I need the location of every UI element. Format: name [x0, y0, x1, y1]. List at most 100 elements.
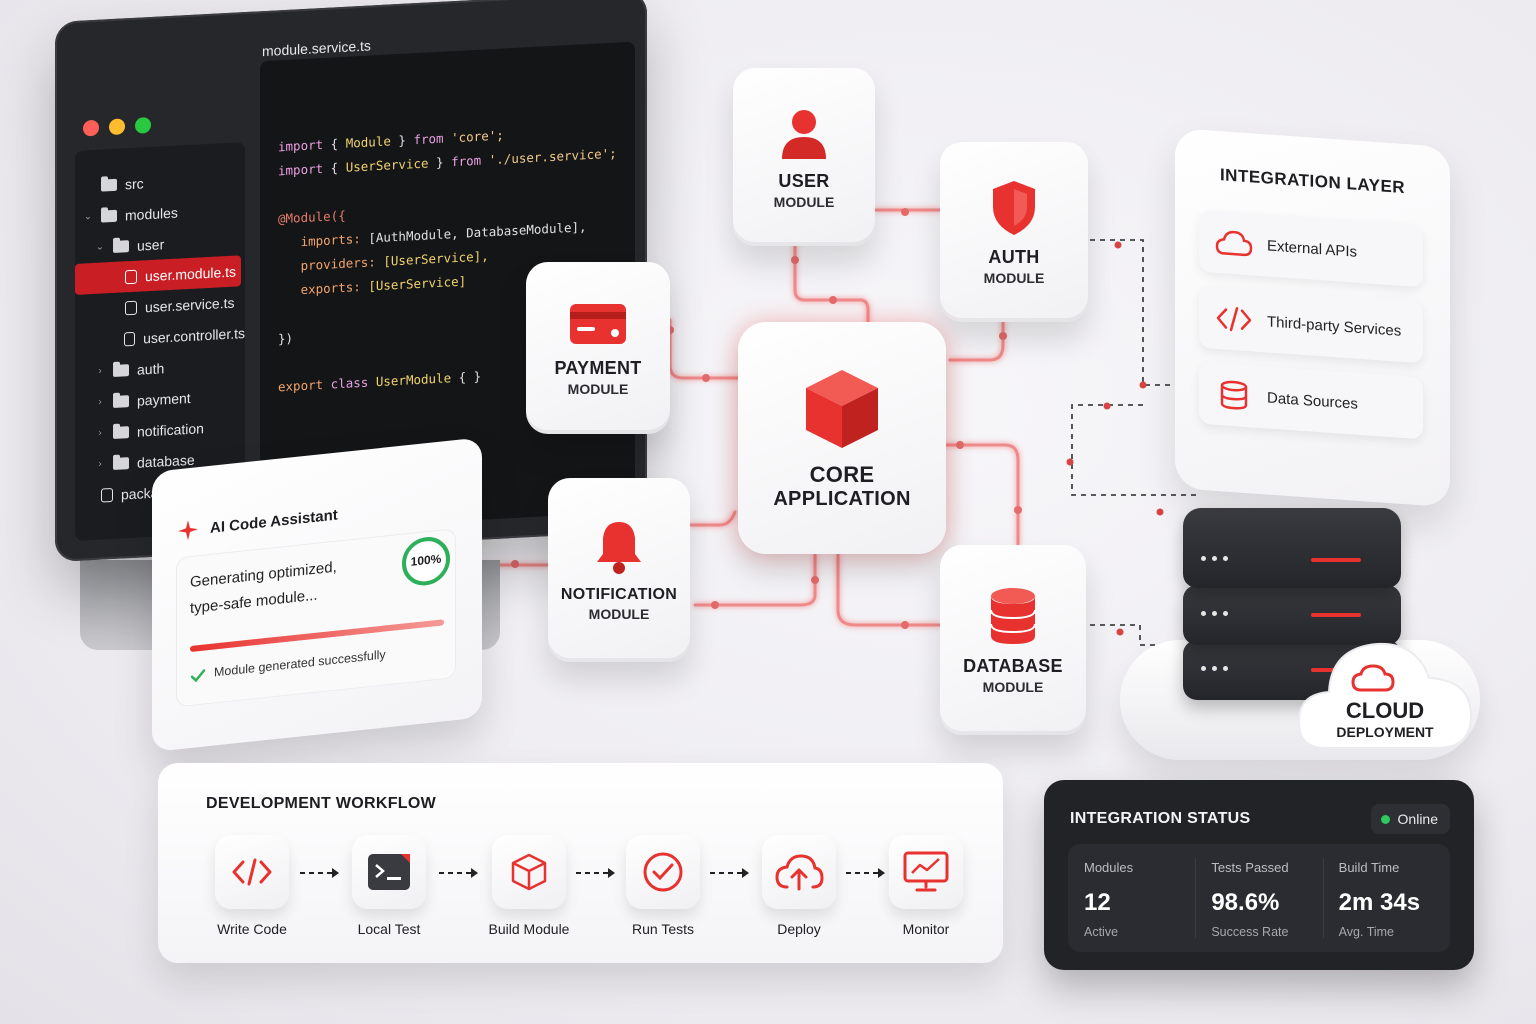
folder-icon: [101, 209, 117, 223]
database-module-card[interactable]: DATABASE MODULE: [940, 545, 1086, 735]
workflow-step-monitor[interactable]: Monitor: [866, 835, 986, 937]
file-tree-label: user: [137, 235, 165, 254]
notification-module-card[interactable]: NOTIFICATION MODULE: [548, 478, 690, 662]
code-token: {: [323, 159, 346, 176]
minimize-window-button[interactable]: [109, 118, 125, 136]
file-icon: [125, 269, 137, 284]
progress-track: [190, 619, 444, 653]
code-token: {: [323, 135, 346, 152]
code-token: UserService: [345, 155, 429, 175]
arrow-right-icon: [300, 868, 339, 878]
chevron-icon: ⌄: [83, 211, 93, 223]
status-badge-label: Online: [1397, 811, 1438, 827]
file-tree-label: payment: [137, 389, 191, 409]
integration-item-third-party[interactable]: Third-party Services: [1199, 285, 1423, 364]
code-token: }: [390, 132, 414, 149]
status-badge: Online: [1370, 804, 1450, 834]
integration-item-data-sources[interactable]: Data Sources: [1199, 361, 1423, 440]
integration-item-label: Data Sources: [1267, 388, 1358, 413]
check-circle-icon: [643, 852, 683, 892]
chevron-icon: ⌄: [95, 241, 105, 253]
assistant-title: AI Code Assistant: [210, 506, 338, 537]
cloud-icon: [1351, 664, 1395, 692]
workflow-step-local-test[interactable]: Local Test: [329, 835, 449, 937]
server-unit: [1183, 585, 1401, 645]
core-application-card[interactable]: CORE APPLICATION: [738, 322, 946, 554]
online-indicator-icon: [1380, 814, 1390, 824]
file-icon: [101, 487, 113, 503]
metric-build-time: Build Time 2m 34s Avg. Time: [1322, 844, 1450, 952]
metric-label: Build Time: [1338, 860, 1400, 875]
metric-label: Tests Passed: [1211, 860, 1289, 875]
credit-card-icon: [570, 303, 626, 344]
cloud-deployment-badge[interactable]: CLOUD DEPLOYMENT: [1295, 630, 1475, 760]
chevron-icon: ›: [98, 458, 102, 470]
code-token: providers:: [300, 254, 376, 274]
integration-item-label: Third-party Services: [1267, 312, 1402, 340]
payment-module-card[interactable]: PAYMENT MODULE: [526, 262, 670, 434]
code-token: [AuthModule, DatabaseModule],: [360, 219, 587, 246]
folder-icon: [113, 394, 129, 408]
file-tree-label: notification: [137, 419, 204, 440]
auth-module-card[interactable]: AUTH MODULE: [940, 142, 1088, 322]
module-subtitle: APPLICATION: [773, 487, 911, 510]
integration-layer-title: INTEGRATION LAYER: [1219, 165, 1406, 198]
ai-code-assistant-card[interactable]: AI Code Assistant Generating optimized, …: [152, 437, 482, 752]
close-window-button[interactable]: [83, 119, 99, 137]
monitor-chart-icon: [903, 851, 949, 892]
metric-sub: Active: [1084, 925, 1119, 939]
workflow-step-write-code[interactable]: Write Code: [192, 835, 312, 937]
metric-sub: Avg. Time: [1338, 925, 1395, 939]
code-icon: [232, 858, 272, 886]
workflow-step-label: Run Tests: [632, 921, 694, 937]
code-token: imports:: [300, 230, 361, 250]
code-icon: [1216, 307, 1252, 332]
progress-ring: 100%: [400, 532, 452, 589]
file-tree-label: user.controller.ts: [143, 324, 245, 346]
module-title: AUTH: [988, 246, 1040, 267]
file-tree-label: user.service.ts: [145, 294, 235, 315]
metric-value: 98.6%: [1211, 889, 1280, 916]
module-title: CORE: [809, 461, 875, 487]
folder-icon: [113, 239, 129, 253]
module-title: NOTIFICATION: [560, 586, 678, 603]
file-icon: [125, 300, 137, 315]
chevron-icon: [83, 186, 93, 187]
code-token: import: [278, 136, 324, 155]
user-module-card[interactable]: USER MODULE: [733, 68, 875, 246]
workflow-step-label: Monitor: [902, 921, 950, 937]
cloud-upload-icon: [775, 854, 824, 891]
cube-icon: [806, 369, 878, 448]
maximize-window-button[interactable]: [135, 116, 151, 134]
file-tree-label: auth: [137, 359, 165, 378]
integration-item-external-apis[interactable]: External APIs: [1199, 209, 1423, 288]
editor-tab[interactable]: module.service.ts: [262, 37, 371, 60]
module-subtitle: MODULE: [983, 269, 1045, 286]
code-token: exports:: [300, 278, 361, 298]
integration-item-label: External APIs: [1267, 236, 1358, 261]
workflow-step-build-module[interactable]: Build Module: [469, 835, 589, 937]
code-token: export: [278, 376, 324, 395]
database-icon: [990, 587, 1036, 644]
code-token: from: [413, 130, 444, 148]
code-token: 'core';: [443, 127, 504, 146]
cloud-shape: [1297, 642, 1473, 749]
cube-icon: [511, 853, 547, 891]
code-token: @Module({: [278, 207, 346, 227]
server-unit: [1183, 508, 1401, 588]
cloud-subtitle: DEPLOYMENT: [1336, 724, 1434, 740]
workflow-step-deploy[interactable]: Deploy: [739, 835, 859, 937]
chevron-icon: ›: [98, 427, 102, 439]
code-token: { }: [451, 368, 482, 386]
sparkle-icon: [178, 520, 198, 541]
code-token: Module: [345, 133, 391, 151]
file-tree-label: src: [125, 174, 144, 192]
folder-icon: [113, 456, 129, 470]
metric-sub: Success Rate: [1211, 925, 1289, 939]
workflow-step-run-tests[interactable]: Run Tests: [603, 835, 723, 937]
shield-icon: [993, 180, 1035, 235]
cloud-title: CLOUD: [1345, 698, 1425, 723]
arrow-right-icon: [846, 868, 885, 878]
code-token: './user.service';: [481, 145, 617, 168]
